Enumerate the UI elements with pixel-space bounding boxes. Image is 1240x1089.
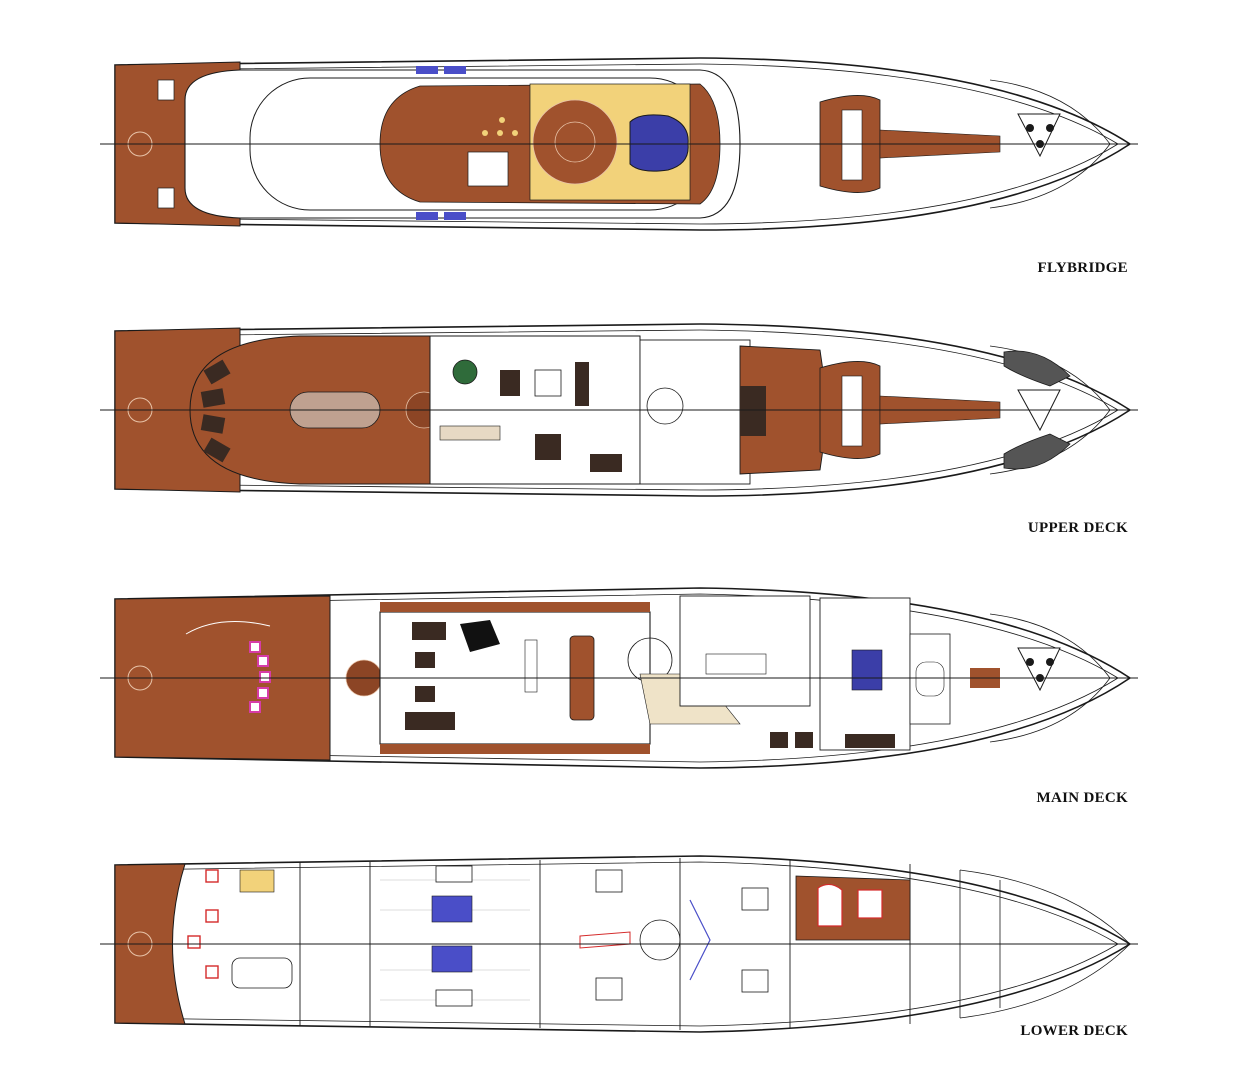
engine xyxy=(431,945,473,973)
aft-sofa xyxy=(249,641,271,713)
lower-deck-plan xyxy=(100,855,1138,1033)
deck-flybridge: FLYBRIDGE xyxy=(0,40,1240,280)
flybridge-plan xyxy=(100,57,1138,231)
jetski xyxy=(1003,350,1071,387)
main-deck-plan xyxy=(100,587,1138,769)
engine xyxy=(431,895,473,923)
deck-upper: UPPER DECK xyxy=(0,306,1240,546)
deck-label-flybridge: FLYBRIDGE xyxy=(1037,260,1128,276)
deck-label-lower: LOWER DECK xyxy=(1020,1023,1128,1039)
jetski xyxy=(1003,433,1071,470)
deck-label-upper: UPPER DECK xyxy=(1027,520,1128,536)
upper-deck-plan xyxy=(100,323,1138,497)
deck-label-main: MAIN DECK xyxy=(1036,790,1128,806)
piano xyxy=(460,620,500,652)
jacuzzi xyxy=(629,114,689,172)
deck-main: MAIN DECK xyxy=(0,574,1240,814)
deck-lower: LOWER DECK xyxy=(0,840,1240,1080)
crew-mess xyxy=(795,875,911,941)
